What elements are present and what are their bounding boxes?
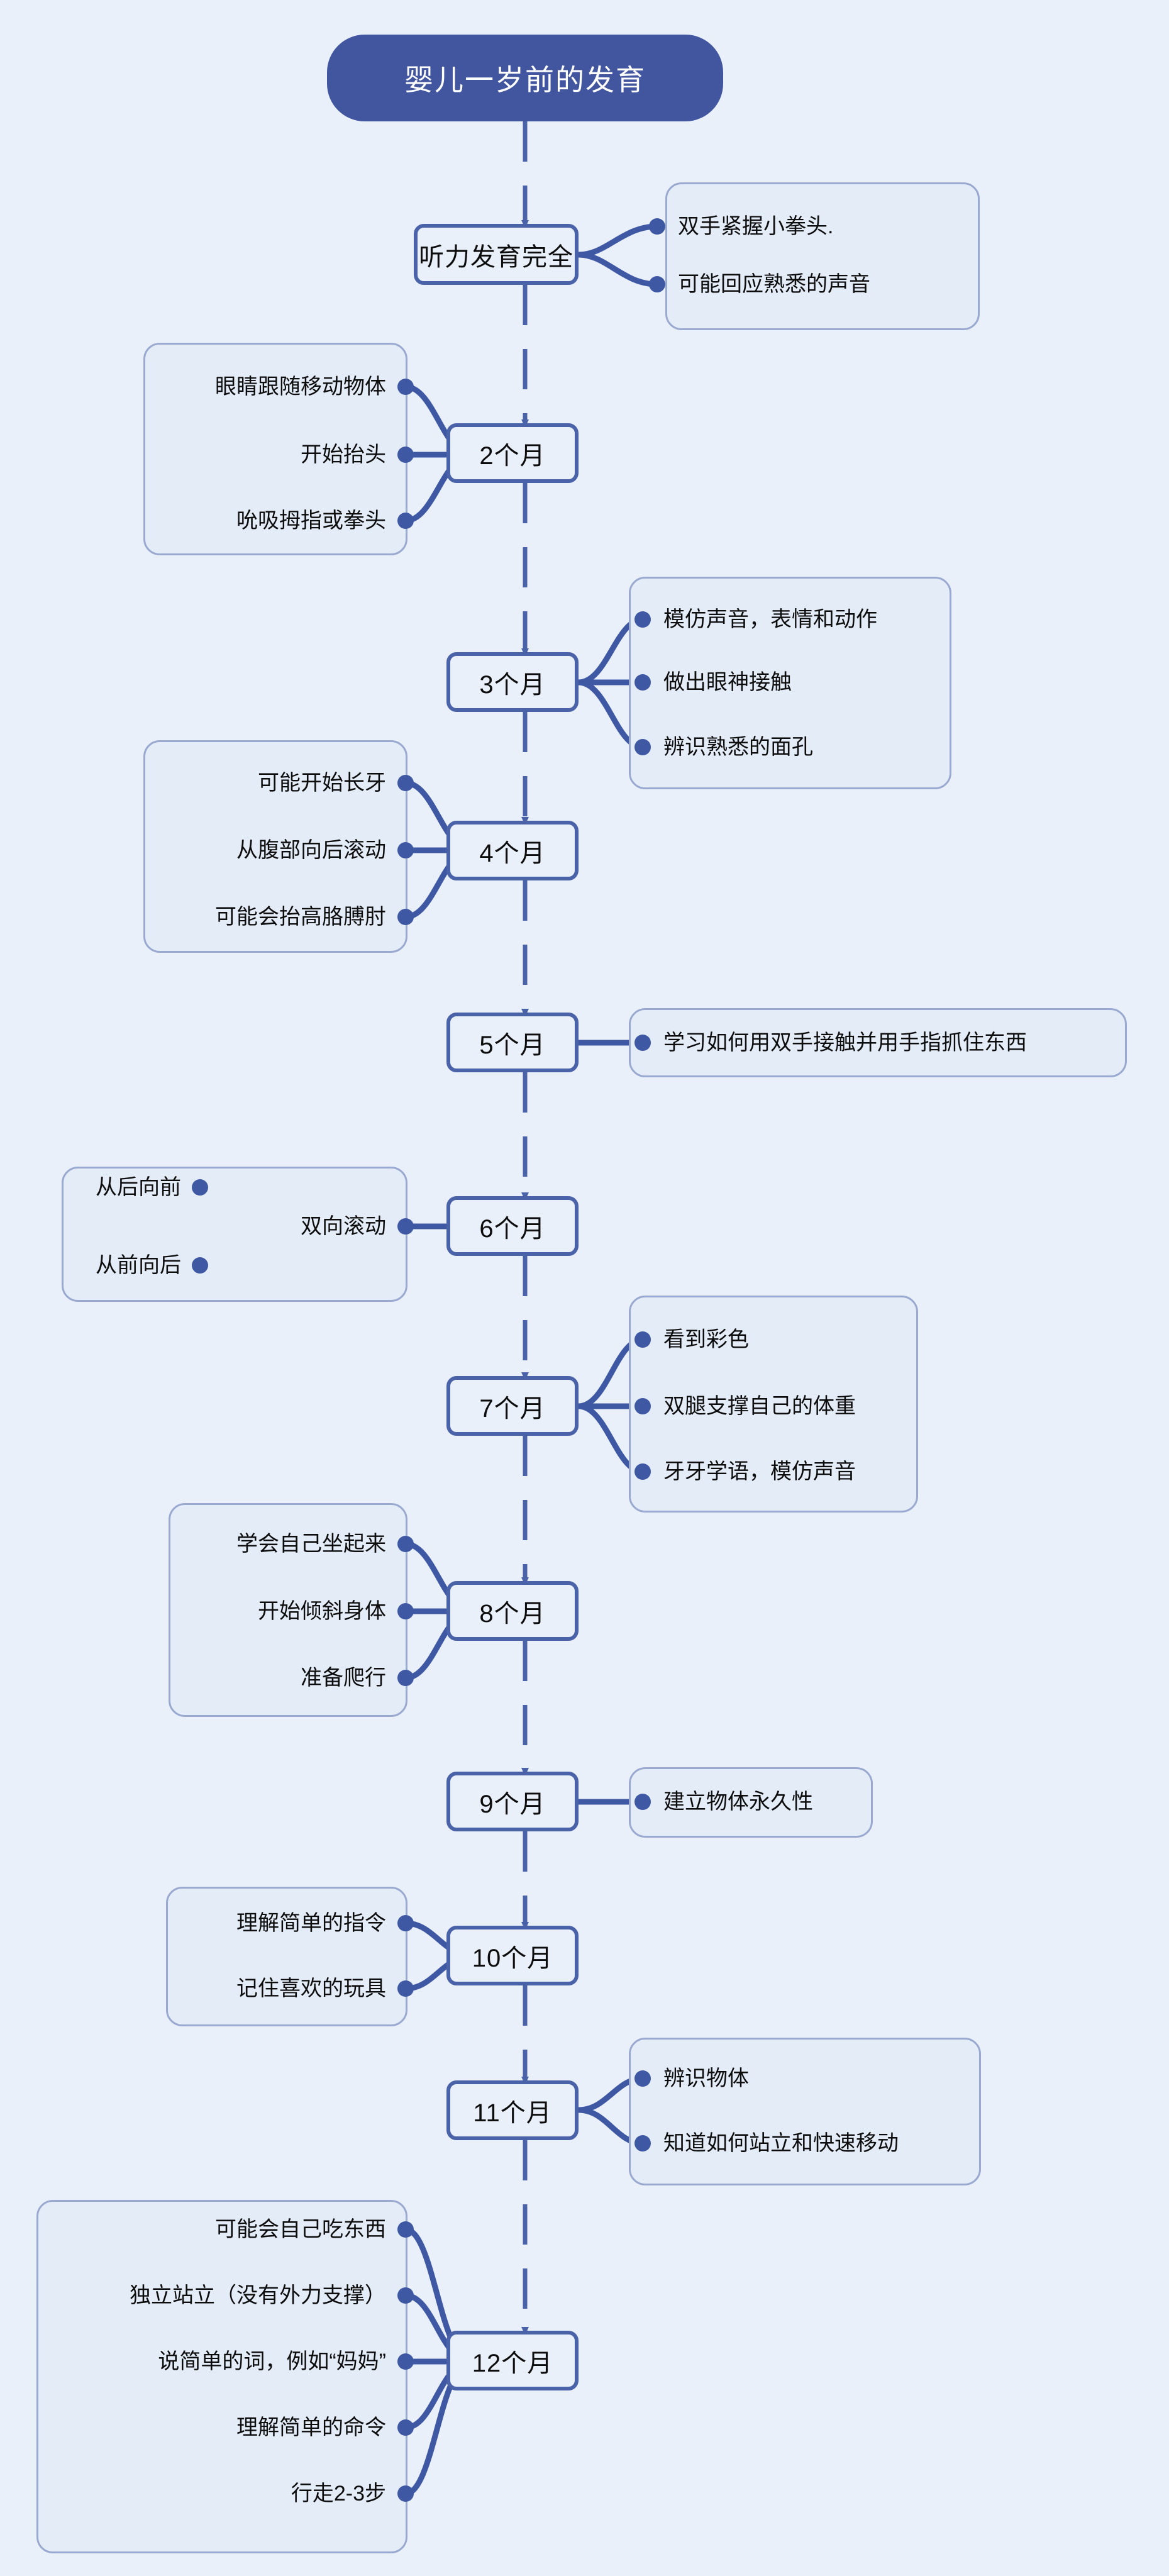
branch-dot bbox=[397, 1536, 414, 1552]
branch-dot bbox=[634, 739, 651, 755]
branch-dot bbox=[397, 1670, 414, 1686]
leaf-label: 吮吸拇指或拳头 bbox=[236, 509, 386, 533]
milestone-node-6-months[interactable]: 6个月 bbox=[446, 1196, 579, 1256]
branch-dot bbox=[397, 2485, 414, 2502]
milestone-node-2-months[interactable]: 2个月 bbox=[446, 423, 579, 483]
leaf-label: 从腹部向后滚动 bbox=[236, 838, 386, 862]
branch-dot bbox=[397, 447, 414, 463]
milestone-node-5-months[interactable]: 5个月 bbox=[446, 1013, 579, 1072]
branch-dot bbox=[397, 2353, 414, 2370]
group-box-m12 bbox=[36, 2200, 407, 2553]
leaf-label: 可能会自己吃东西 bbox=[215, 2218, 386, 2241]
milestone-node-10-months[interactable]: 10个月 bbox=[446, 1926, 579, 1985]
group-box-m10 bbox=[166, 1887, 407, 2026]
leaf-label: 知道如何站立和快速移动 bbox=[663, 2131, 899, 2155]
branch-dot bbox=[634, 1463, 651, 1480]
leaf-label: 理解简单的命令 bbox=[236, 2416, 386, 2440]
milestone-node-7-months[interactable]: 7个月 bbox=[446, 1376, 579, 1436]
branch-dot bbox=[397, 1603, 414, 1619]
leaf-label: 记住喜欢的玩具 bbox=[236, 1977, 386, 2001]
milestone-node-8-months[interactable]: 8个月 bbox=[446, 1581, 579, 1641]
branch-dot bbox=[634, 1398, 651, 1414]
milestone-node-3-months[interactable]: 3个月 bbox=[446, 652, 579, 712]
milestone-node-11-months[interactable]: 11个月 bbox=[446, 2080, 579, 2140]
leaf-label: 看到彩色 bbox=[663, 1328, 749, 1352]
group-box-m7 bbox=[629, 1296, 918, 1513]
group-box-m8 bbox=[169, 1503, 407, 1717]
leaf-label: 理解简单的指令 bbox=[236, 1911, 386, 1935]
branch-dot bbox=[634, 611, 651, 628]
leaf-sublabel: 从前向后 bbox=[96, 1253, 181, 1277]
milestone-node-listening[interactable]: 听力发育完全 bbox=[414, 224, 579, 285]
branch-dot bbox=[397, 1915, 414, 1931]
diagram-title: 婴儿一岁前的发育 bbox=[327, 35, 723, 121]
branch-dot bbox=[397, 2287, 414, 2304]
leaf-label: 开始倾斜身体 bbox=[258, 1599, 386, 1623]
branch-dot bbox=[649, 276, 665, 292]
leaf-label: 辨识物体 bbox=[663, 2067, 749, 2090]
leaf-label: 可能开始长牙 bbox=[258, 771, 386, 795]
leaf-label: 双向滚动 bbox=[301, 1214, 386, 1238]
branch-dot bbox=[397, 1980, 414, 1997]
leaf-label: 说简单的词，例如“妈妈” bbox=[158, 2350, 386, 2373]
branch-dot bbox=[397, 842, 414, 858]
leaf-label: 牙牙学语，模仿声音 bbox=[663, 1460, 856, 1484]
group-box-m2 bbox=[143, 343, 407, 555]
branch-dot bbox=[397, 775, 414, 791]
branch-dot bbox=[397, 2419, 414, 2436]
leaf-label: 学会自己坐起来 bbox=[236, 1532, 386, 1556]
branch-dot bbox=[634, 674, 651, 691]
branch-dot bbox=[634, 2135, 651, 2151]
leaf-label: 可能回应熟悉的声音 bbox=[678, 272, 870, 296]
branch-dot bbox=[649, 218, 665, 235]
leaf-label: 独立站立（没有外力支撑） bbox=[130, 2284, 386, 2307]
leaf-label: 学习如何用双手接触并用手指抓住东西 bbox=[663, 1031, 1027, 1055]
branch-dot bbox=[397, 2221, 414, 2238]
branch-dot bbox=[634, 2070, 651, 2087]
milestone-node-12-months[interactable]: 12个月 bbox=[446, 2331, 579, 2390]
leaf-label: 模仿声音，表情和动作 bbox=[663, 608, 877, 631]
leaf-sublabel: 从后向前 bbox=[96, 1175, 181, 1199]
group-box-m9 bbox=[629, 1767, 873, 1838]
leaf-label: 准备爬行 bbox=[301, 1666, 386, 1690]
leaf-label: 辨识熟悉的面孔 bbox=[663, 735, 813, 759]
branch-dot bbox=[397, 379, 414, 395]
branch-dot bbox=[634, 1331, 651, 1348]
branch-dot bbox=[192, 1179, 208, 1196]
group-box-m6 bbox=[62, 1167, 407, 1302]
leaf-label: 双腿支撑自己的体重 bbox=[663, 1394, 856, 1418]
leaf-label: 行走2-3步 bbox=[291, 2482, 386, 2506]
branch-dot bbox=[634, 1794, 651, 1810]
leaf-label: 可能会抬高胳膊肘 bbox=[215, 905, 386, 929]
group-box-m11 bbox=[629, 2038, 981, 2185]
branch-dot bbox=[397, 513, 414, 529]
milestone-node-4-months[interactable]: 4个月 bbox=[446, 821, 579, 880]
leaf-label: 做出眼神接触 bbox=[663, 670, 792, 694]
leaf-label: 建立物体永久性 bbox=[663, 1790, 813, 1814]
group-box-m5 bbox=[629, 1008, 1127, 1077]
group-box-m3 bbox=[629, 577, 951, 789]
branch-dot bbox=[397, 1218, 414, 1235]
group-box-m0 bbox=[665, 182, 980, 330]
leaf-label: 眼睛跟随移动物体 bbox=[215, 375, 386, 399]
leaf-label: 开始抬头 bbox=[301, 443, 386, 467]
branch-dot bbox=[192, 1257, 208, 1274]
leaf-label: 双手紧握小拳头. bbox=[678, 214, 834, 238]
branch-dot bbox=[634, 1035, 651, 1051]
group-box-m4 bbox=[143, 740, 407, 953]
milestone-node-9-months[interactable]: 9个月 bbox=[446, 1772, 579, 1831]
branch-dot bbox=[397, 909, 414, 925]
